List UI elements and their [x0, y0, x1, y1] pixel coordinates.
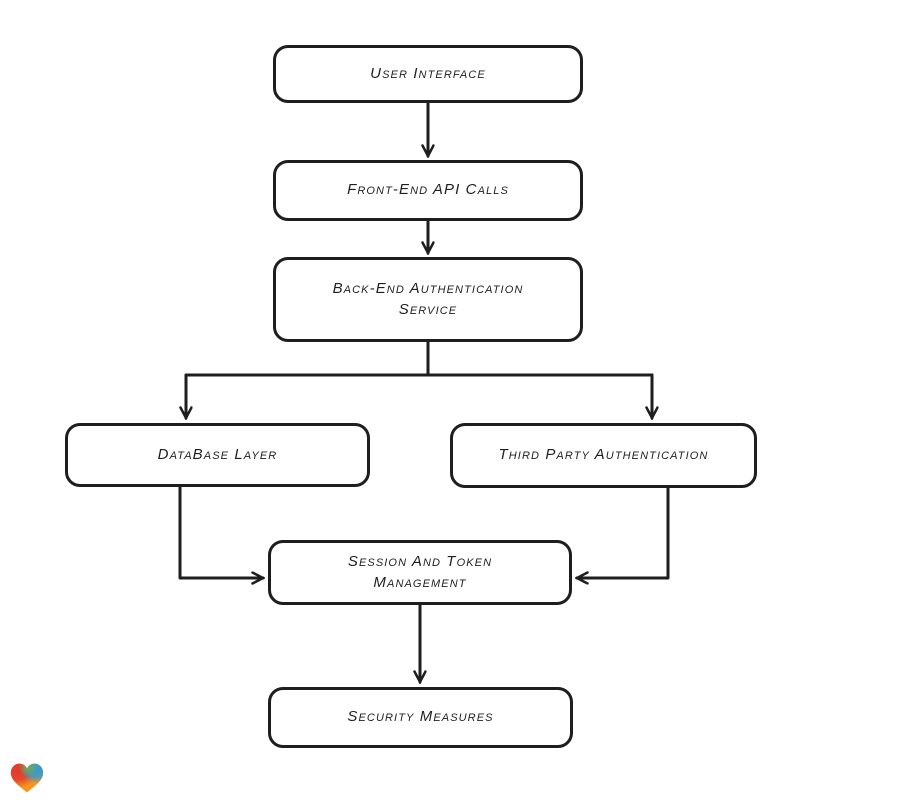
node-security-measures[interactable]: Security Measures: [268, 687, 573, 748]
node-session-token-management-label-line1: Session And Token: [347, 552, 493, 570]
edge-database-layer-to-session-token-management: [178, 485, 263, 578]
node-frontend-api-calls[interactable]: Front-End API Calls: [273, 160, 583, 221]
node-session-token-management[interactable]: Session And Token Management: [268, 540, 572, 605]
node-backend-auth-service-label-line2: Service: [398, 300, 458, 318]
edge-third-party-authentication-to-session-token-management: [577, 486, 670, 578]
node-session-token-management-label-line2: Management: [373, 573, 467, 591]
gradient-heart-icon[interactable]: [10, 761, 44, 795]
node-security-measures-label: Security Measures: [347, 708, 494, 726]
node-database-layer-label: DataBase Layer: [157, 445, 278, 463]
node-backend-auth-service-label-line1: Back-End Authentication: [332, 279, 524, 297]
node-third-party-authentication-label: Third Party Authentication: [498, 446, 709, 464]
node-database-layer[interactable]: DataBase Layer: [65, 423, 370, 487]
node-backend-auth-service[interactable]: Back-End Authentication Service: [273, 257, 583, 342]
node-user-interface-label: User Interface: [370, 64, 486, 82]
heart-green-layer: [10, 763, 44, 793]
node-frontend-api-calls-label: Front-End API Calls: [347, 181, 509, 199]
node-user-interface[interactable]: User Interface: [273, 45, 583, 103]
node-third-party-authentication[interactable]: Third Party Authentication: [450, 423, 757, 488]
